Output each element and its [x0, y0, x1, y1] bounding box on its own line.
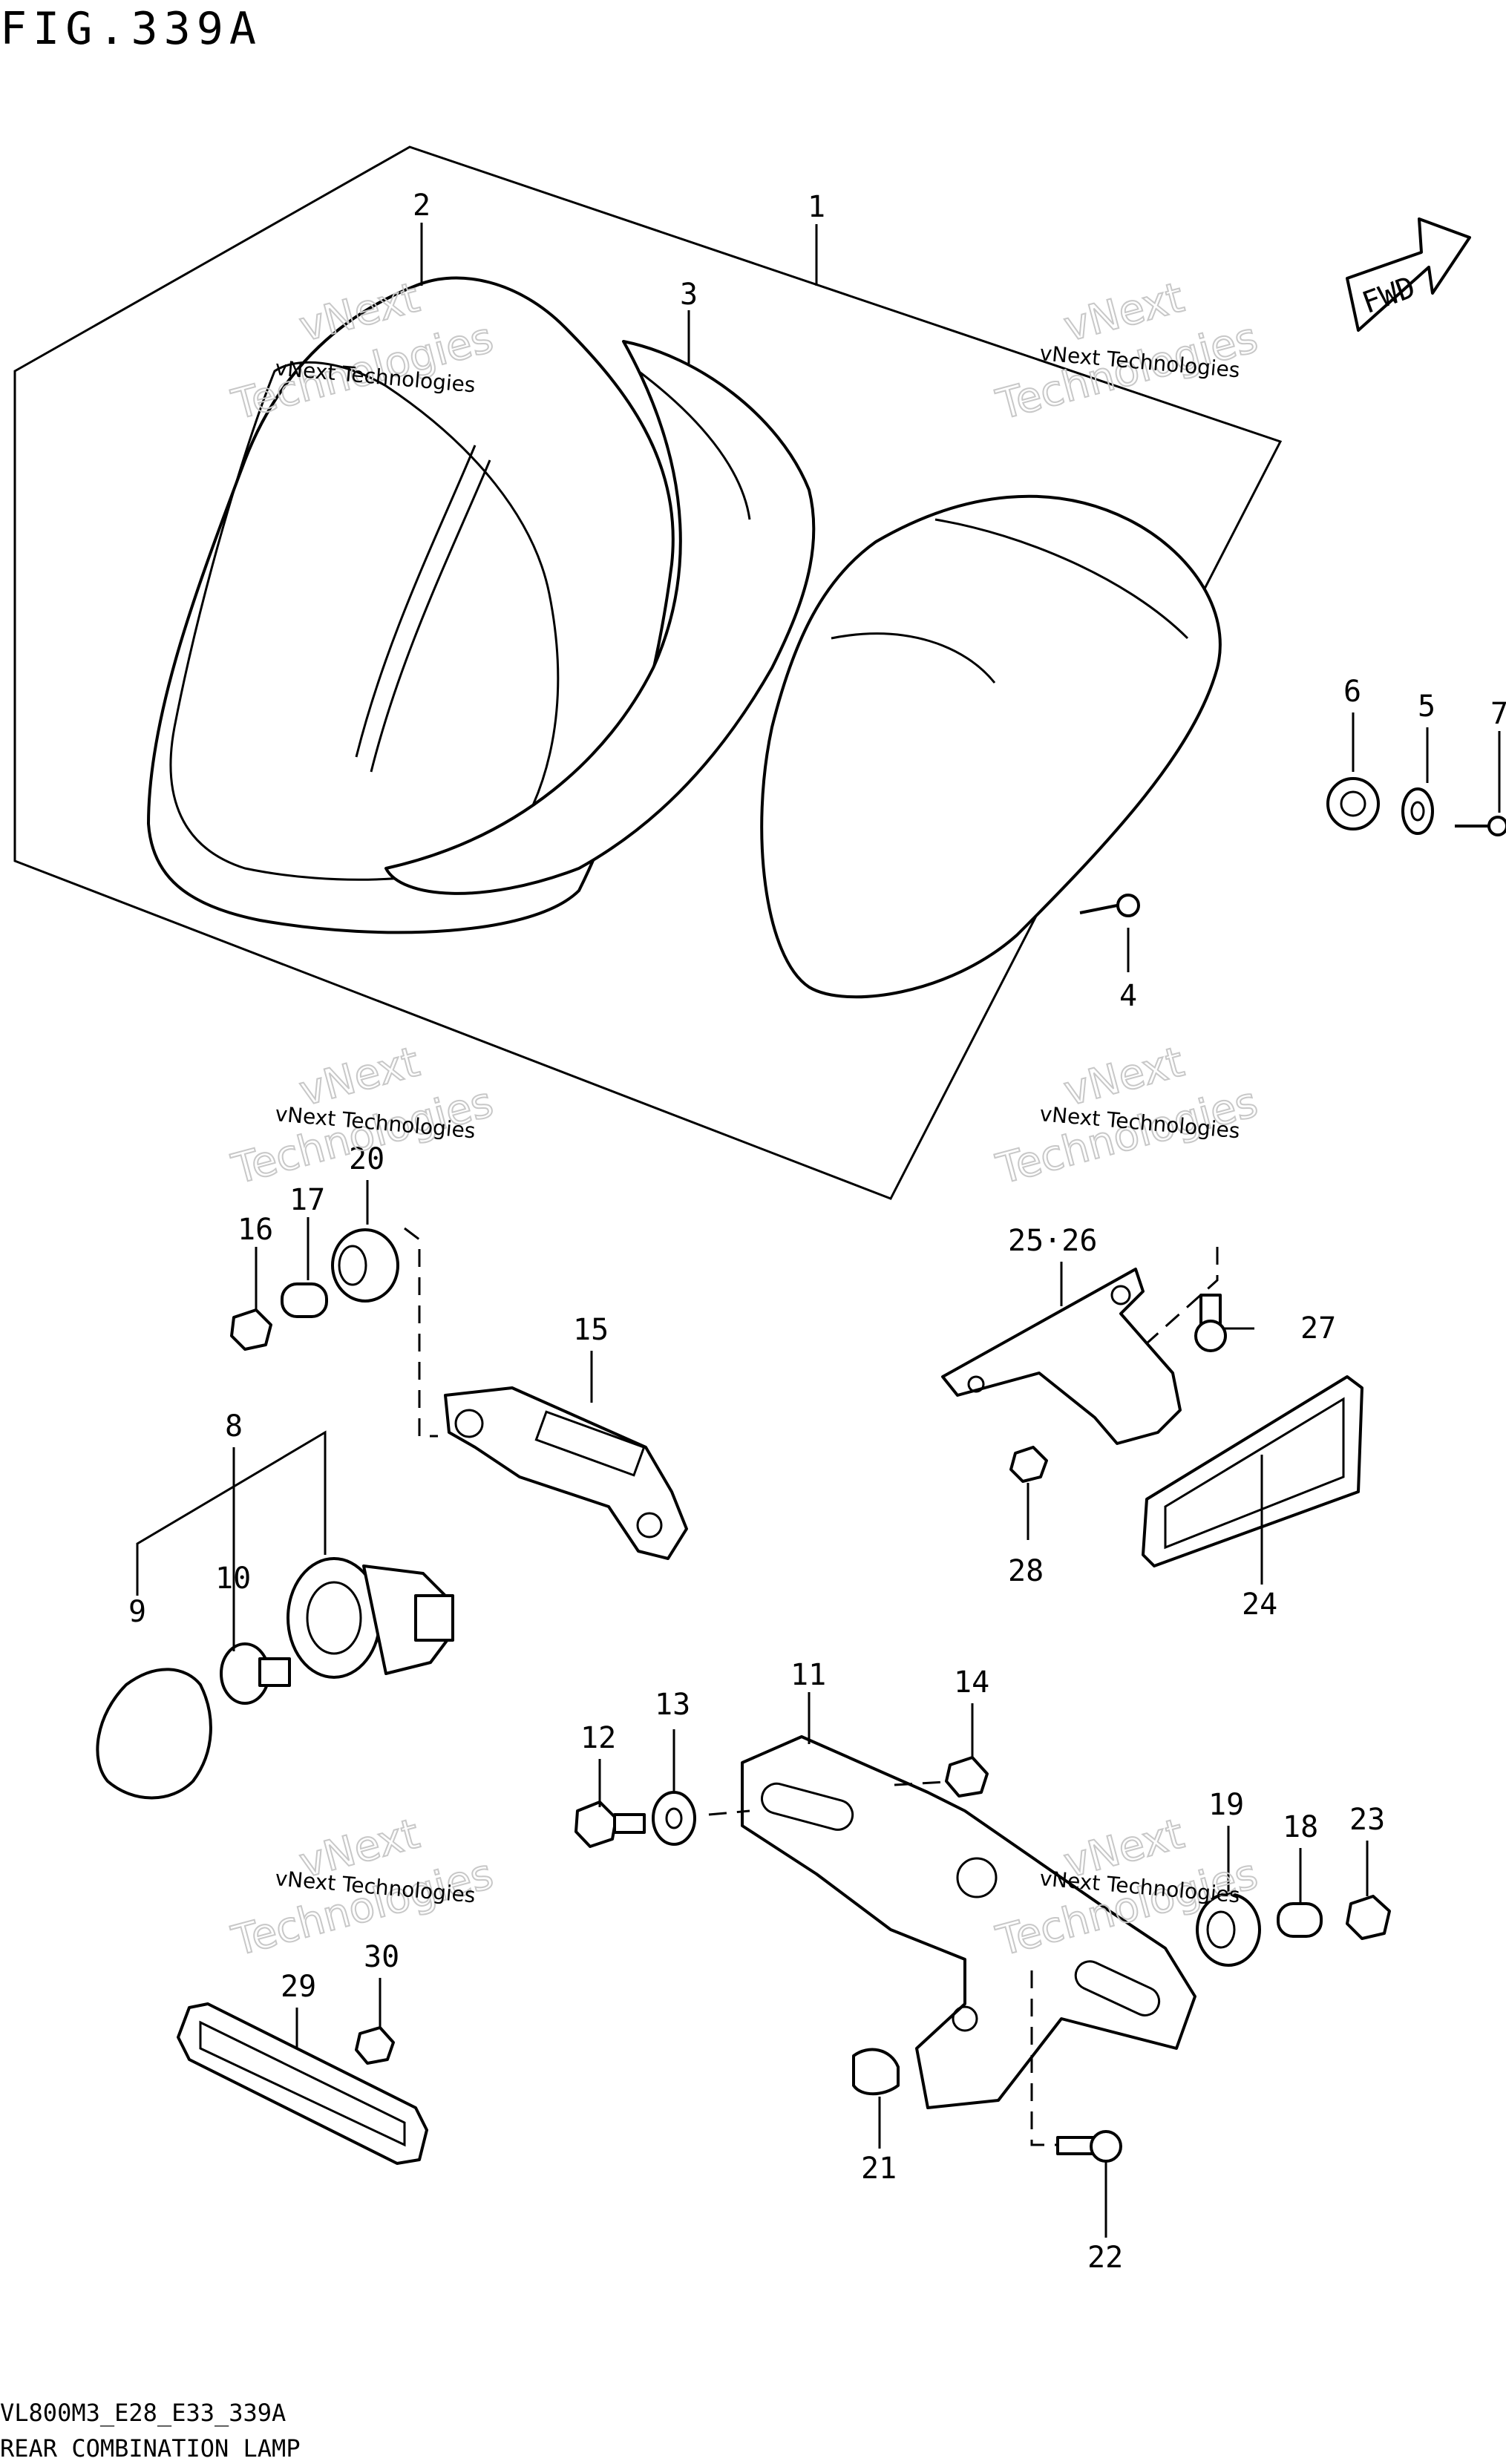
bolt-part-22 — [1056, 2130, 1122, 2163]
callout-1: 1 — [808, 190, 825, 224]
callout-14: 14 — [954, 1665, 989, 1700]
callout-28: 28 — [1008, 1554, 1044, 1588]
lamp-lens — [760, 494, 1222, 999]
callout-10: 10 — [215, 1562, 251, 1596]
callout-5: 5 — [1418, 689, 1435, 724]
callout-24: 24 — [1242, 1587, 1277, 1622]
callout-13: 13 — [655, 1688, 690, 1722]
lens-part-9 — [96, 1668, 212, 1800]
nut-part-16 — [230, 1308, 272, 1351]
callout-3: 3 — [680, 278, 698, 312]
nut-part-14 — [945, 1756, 989, 1798]
callout-4: 4 — [1119, 979, 1137, 1013]
grommet-part-6 — [1326, 777, 1380, 830]
collar-part-18 — [1277, 1902, 1323, 1938]
callout-labels: 1 2 3 4 5 6 7 8 9 10 11 12 13 14 15 16 1… — [128, 189, 1506, 2275]
assembly-line-15-20 — [404, 1227, 438, 1438]
callout-9: 9 — [128, 1595, 146, 1629]
assembly-line-14 — [894, 1780, 958, 1786]
socket-part-8 — [287, 1557, 454, 1679]
callout-29: 29 — [281, 1970, 316, 2004]
callout-11: 11 — [790, 1658, 826, 1692]
screw-part-7 — [1455, 816, 1506, 836]
assembly-line-12-13 — [708, 1809, 750, 1816]
assembly-line-11-22 — [1030, 1970, 1058, 2146]
washer-part-13 — [652, 1791, 696, 1846]
callout-7: 7 — [1490, 697, 1506, 731]
callout-27: 27 — [1300, 1311, 1336, 1346]
callout-15: 15 — [573, 1313, 609, 1347]
callout-21: 21 — [861, 2152, 897, 2186]
screw-part-27 — [1194, 1294, 1227, 1352]
bracket-part-11 — [741, 1735, 1196, 2109]
grommet-part-20 — [331, 1228, 399, 1303]
nut-part-23 — [1346, 1895, 1391, 1940]
reflector-part-24 — [1142, 1375, 1363, 1567]
bracket-part-15 — [444, 1386, 688, 1560]
collar-part-17 — [281, 1282, 328, 1318]
screw-part-4 — [1079, 894, 1140, 917]
figure-title: FIG.339A — [0, 3, 262, 55]
callout-23: 23 — [1349, 1803, 1385, 1837]
callout-22: 22 — [1087, 2241, 1123, 2275]
callout-6: 6 — [1343, 675, 1361, 709]
callout-16: 16 — [238, 1213, 273, 1247]
callout-20: 20 — [349, 1142, 384, 1176]
callout-19: 19 — [1208, 1788, 1244, 1822]
callout-17: 17 — [289, 1183, 325, 1217]
fwd-arrow: FWD — [1346, 217, 1471, 332]
callout-8: 8 — [225, 1409, 243, 1444]
lamp-rim-part-2 — [147, 276, 675, 934]
leader-lines — [232, 223, 1501, 2238]
cap-part-21 — [852, 2048, 900, 2096]
callout-18: 18 — [1283, 1810, 1318, 1844]
figure-code: VL800M3_E28_E33_339A — [0, 2399, 287, 2427]
figure-name: REAR COMBINATION LAMP — [0, 2434, 301, 2463]
nut-part-30 — [355, 2026, 395, 2065]
callout-25-26: 25·26 — [1008, 1224, 1097, 1258]
callout-30: 30 — [364, 1940, 399, 1974]
washer-part-5 — [1401, 787, 1434, 835]
gasket-part-3 — [384, 340, 816, 895]
bolt-part-12 — [574, 1801, 646, 1848]
reflector-part-29 — [177, 2002, 428, 2165]
callout-2: 2 — [413, 189, 430, 223]
group-lead-8-9-10 — [136, 1430, 327, 1596]
nut-part-28 — [1009, 1446, 1048, 1483]
callout-12: 12 — [580, 1721, 616, 1755]
assembly-line-27 — [1145, 1247, 1219, 1345]
bracket-part-25-26 — [941, 1268, 1182, 1445]
bulb-part-10 — [220, 1642, 291, 1705]
